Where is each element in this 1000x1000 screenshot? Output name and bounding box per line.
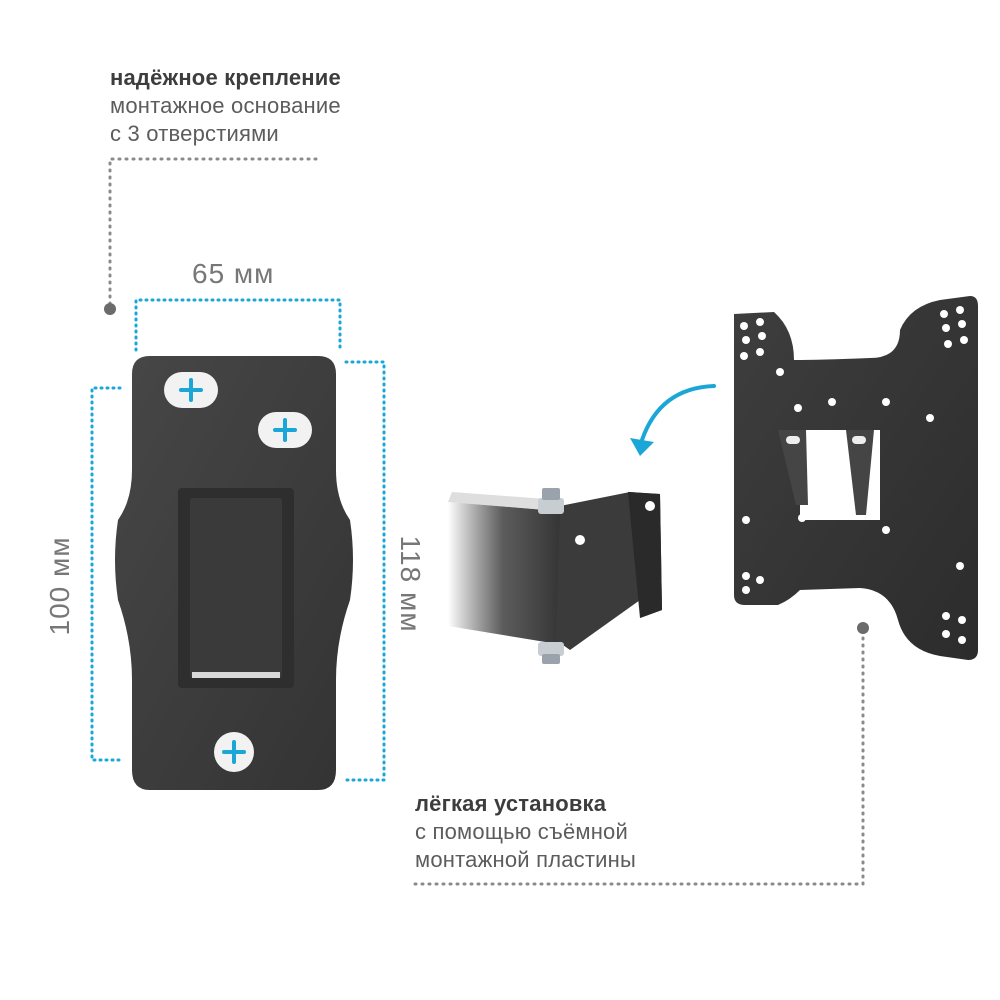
dimension-width-label: 65 мм bbox=[192, 258, 275, 289]
top-feature-line2: с 3 отверстиями bbox=[110, 121, 279, 146]
dimension-right-height-label: 118 мм bbox=[395, 535, 426, 633]
dimension-left-height-label: 100 мм bbox=[44, 536, 75, 636]
mounting-base-plate bbox=[115, 356, 353, 790]
bottom-leader-dot bbox=[857, 622, 869, 634]
vesa-mounting-plate bbox=[734, 296, 978, 660]
top-leader-line bbox=[108, 157, 318, 307]
top-feature-callout: надёжное крепление монтажное основание с… bbox=[110, 64, 341, 148]
top-leader-dot bbox=[104, 303, 116, 315]
bottom-feature-callout: лёгкая установка с помощью съёмной монта… bbox=[415, 790, 636, 874]
bottom-feature-line1: с помощью съёмной bbox=[415, 819, 628, 844]
bottom-feature-title: лёгкая установка bbox=[415, 791, 607, 816]
dimension-guides bbox=[90, 298, 386, 782]
bottom-leader-line bbox=[413, 632, 865, 886]
top-feature-line1: монтажное основание bbox=[110, 93, 341, 118]
direction-arrow bbox=[630, 384, 716, 456]
bottom-feature-line2: монтажной пластины bbox=[415, 847, 636, 872]
wall-arm bbox=[448, 488, 662, 664]
top-feature-title: надёжное крепление bbox=[110, 65, 341, 90]
